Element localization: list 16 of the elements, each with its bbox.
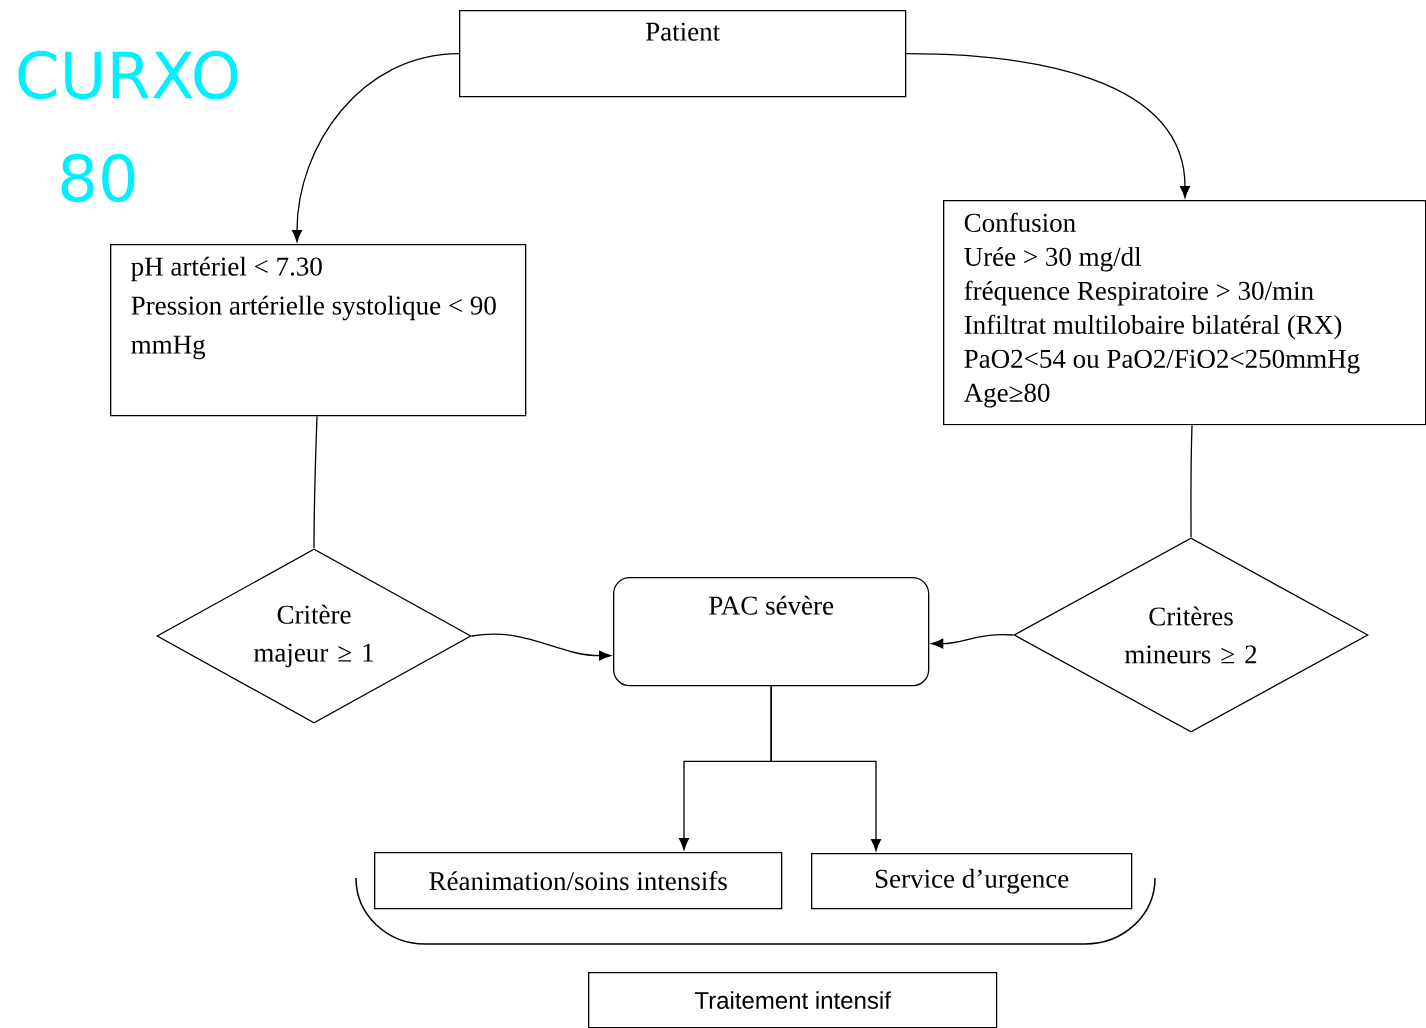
handwritten-note: 80 — [61, 153, 135, 203]
arrow — [471, 633, 612, 661]
connector-line — [313, 415, 318, 549]
process-box: Service d’urgence — [811, 853, 1133, 910]
process-box: Traitement intensif — [588, 972, 998, 1028]
arrow — [931, 633, 1014, 649]
process-box: Patient — [459, 10, 907, 98]
handwritten-note: CURXO — [18, 50, 238, 100]
arrow — [770, 685, 881, 852]
process-box: Réanimation/soins intensifs — [374, 852, 783, 910]
connector-line — [1190, 424, 1193, 538]
arrow — [905, 53, 1190, 199]
process-box: PAC sévère — [613, 577, 930, 687]
criteria-box: Confusion Urée > 30 mg/dl fréquence Respiratoire > 30/min Infiltrat multilobaire bilatéral (RX) PaO2<54 ou PaO2/FiO2<250mmHg Age≥80 — [943, 200, 1426, 426]
arrow — [292, 53, 460, 243]
criteria-box: pH artériel < 7.30 Pression artérielle systolique < 90 mmHg — [110, 244, 527, 417]
